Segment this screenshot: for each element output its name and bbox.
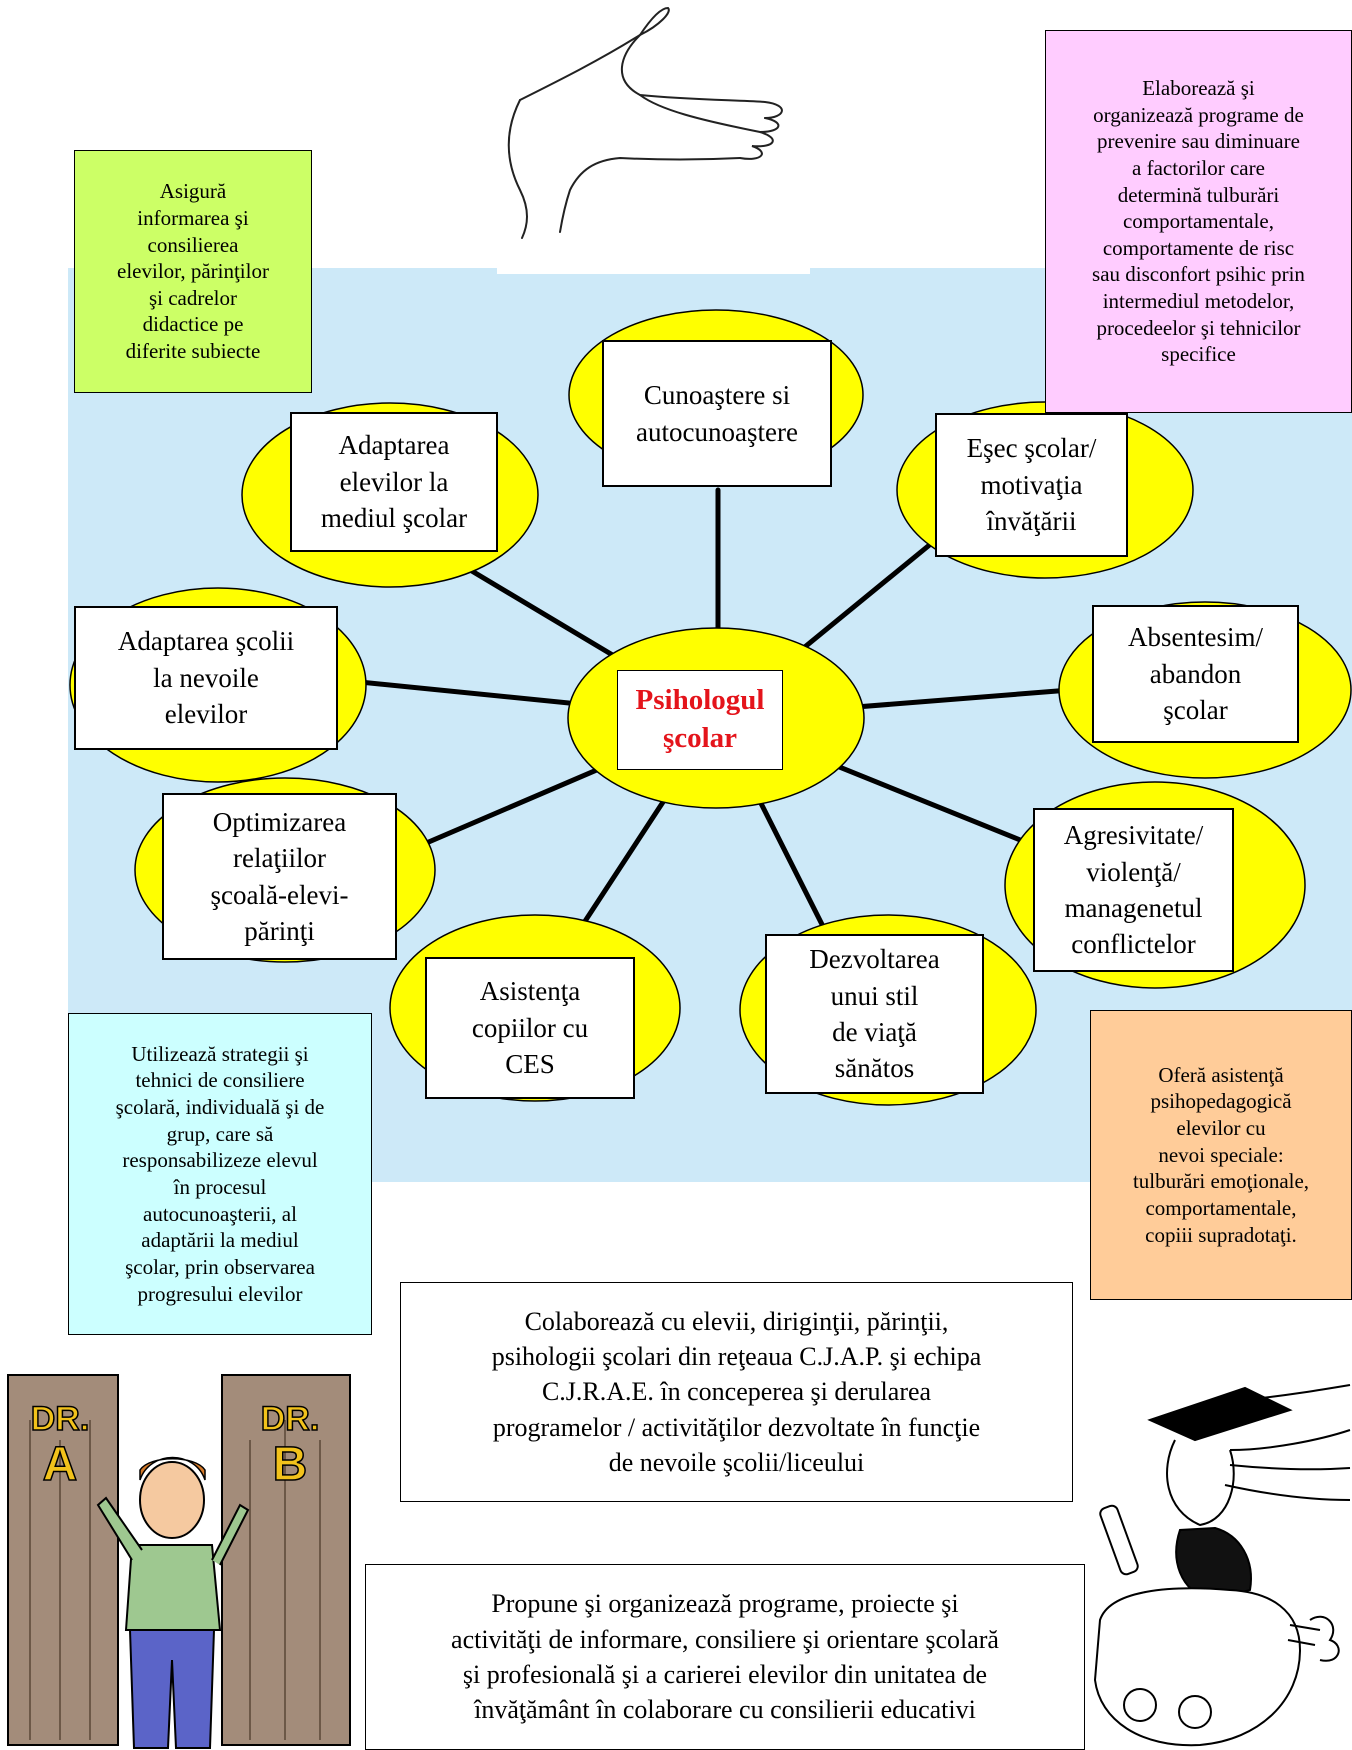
note-programs-text: Elaborează şi organizează programe de pr… [1092, 75, 1305, 367]
topic-school-adaptation: Adaptarea şcolii la nevoile elevilor [74, 606, 338, 750]
note-special-needs: Oferă asistenţă psihopedagogică elevilor… [1090, 1010, 1352, 1300]
door-sign-left-1: DR. [31, 1400, 90, 1438]
topic-ces-assistance-label: Asistenţa copiilor cu CES [471, 976, 589, 1080]
note-inform: Asigură informarea şi consilierea elevil… [74, 150, 312, 393]
topic-healthy-lifestyle: Dezvoltarea unui stil de viaţă sănătos [765, 934, 984, 1094]
door-sign-left-2: A [43, 1438, 78, 1491]
topic-school-failure-label: Eşec şcolar/ motivaţia învăţării [966, 433, 1097, 537]
note-strategies-text: Utilizează strategii şi tehnici de consi… [115, 1041, 325, 1306]
doors-icon: DR. A DR. B [7, 1374, 351, 1749]
topic-relations-label: Optimizarea relaţiilor şcoală-elevi- păr… [210, 806, 349, 946]
note-inform-text: Asigură informarea şi consilierea elevil… [117, 179, 269, 364]
topic-relations: Optimizarea relaţiilor şcoală-elevi- păr… [162, 793, 397, 960]
topic-school-adaptation-label: Adaptarea şcolii la nevoile elevilor [117, 626, 295, 730]
topic-aggression-label: Agresivitate/ violenţă/ managenetul conf… [1063, 820, 1204, 960]
graduate-icon [1093, 1384, 1351, 1747]
topic-knowledge-label: Cunoaştere si autocunoaştere [636, 380, 798, 447]
hand-icon [507, 6, 783, 239]
topic-student-adaptation: Adaptarea elevilor la mediul şcolar [290, 412, 498, 552]
note-strategies: Utilizează strategii şi tehnici de consi… [68, 1013, 372, 1335]
door-sign-right-2: B [273, 1438, 308, 1491]
topic-absenteeism-label: Absentesim/ abandon şcolar [1128, 622, 1263, 726]
topic-absenteeism: Absentesim/ abandon şcolar [1092, 605, 1299, 743]
topic-healthy-lifestyle-label: Dezvoltarea unui stil de viaţă sănătos [809, 944, 940, 1084]
note-special-needs-text: Oferă asistenţă psihopedagogică elevilor… [1132, 1062, 1310, 1247]
note-collaboration-text: Colaborează cu elevii, diriginţii, părin… [491, 1306, 982, 1478]
topic-aggression: Agresivitate/ violenţă/ managenetul conf… [1033, 808, 1234, 972]
note-propose: Propune şi organizează programe, proiect… [365, 1564, 1085, 1750]
topic-ces-assistance: Asistenţa copiilor cu CES [425, 957, 635, 1099]
topic-student-adaptation-label: Adaptarea elevilor la mediul şcolar [320, 430, 468, 534]
note-programs: Elaborează şi organizează programe de pr… [1045, 30, 1352, 413]
center-title-label: Psihologul şcolar [635, 684, 765, 754]
note-collaboration: Colaborează cu elevii, diriginţii, părin… [400, 1282, 1073, 1502]
topic-school-failure: Eşec şcolar/ motivaţia învăţării [935, 413, 1128, 557]
door-sign-right-1: DR. [261, 1400, 320, 1438]
note-propose-text: Propune şi organizează programe, proiect… [451, 1589, 999, 1725]
topic-knowledge: Cunoaştere si autocunoaştere [602, 340, 832, 487]
hand-notch [497, 262, 810, 274]
center-title: Psihologul şcolar [617, 670, 783, 770]
